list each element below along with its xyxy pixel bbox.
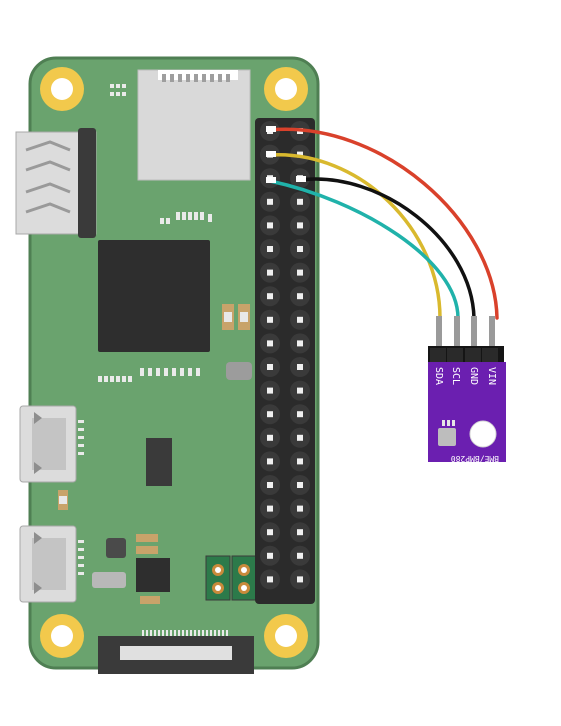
pin-label-vin: VIN xyxy=(486,367,497,385)
gpio-pin-contact xyxy=(297,316,303,323)
micro-usb-port xyxy=(19,405,84,483)
camera-pin xyxy=(202,630,204,636)
capacitor xyxy=(140,596,160,604)
camera-pin xyxy=(158,630,160,636)
gpio-pin-contact xyxy=(297,364,303,370)
gpio-pin-contact xyxy=(267,246,273,252)
gpio-pin-contact xyxy=(267,222,273,229)
gpio-pin-contact xyxy=(297,198,303,205)
gpio-pin-contact xyxy=(267,576,273,583)
gpio-pin-contact xyxy=(297,246,303,252)
gpio-pin-contact xyxy=(297,576,303,583)
gpio-pin-contact xyxy=(297,505,303,512)
camera-pin xyxy=(182,630,184,636)
camera-pin xyxy=(226,630,228,636)
test-pads xyxy=(205,555,257,601)
wire-sda xyxy=(268,179,460,320)
gpio-pin-contact xyxy=(297,387,303,394)
camera-pin xyxy=(194,630,196,636)
resistor xyxy=(92,572,126,588)
camera-pin xyxy=(222,630,224,636)
bme280-sensor-module: SDA SCL GND VIN BME/BMP280 xyxy=(428,316,506,463)
gpio-pin-contact xyxy=(297,552,303,559)
gpio-pin-contact xyxy=(267,316,273,323)
sensor-model-label: BME/BMP280 xyxy=(451,454,499,463)
soc-chip xyxy=(98,240,210,352)
gpio-pin-contact xyxy=(267,529,273,536)
smd-pads xyxy=(442,420,455,426)
regulator-chip xyxy=(146,438,172,486)
wires xyxy=(266,126,499,320)
gpio-pin-contact xyxy=(297,529,303,536)
gpio-pin-contact xyxy=(267,434,273,441)
gpio-pin-contact xyxy=(297,340,303,347)
mount-hole-icon xyxy=(469,420,497,448)
wire-scl xyxy=(268,153,442,320)
inductor xyxy=(226,362,252,380)
gpio-pin-contact xyxy=(267,269,273,276)
capacitor xyxy=(238,304,250,330)
capacitor xyxy=(136,534,158,554)
raspberry-pi-board xyxy=(15,56,320,674)
wire-gnd xyxy=(298,177,476,320)
gpio-pin-contact xyxy=(267,364,273,370)
crystal xyxy=(106,538,126,558)
gpio-pin-contact xyxy=(297,482,303,488)
camera-pin xyxy=(166,630,168,636)
camera-pin xyxy=(198,630,200,636)
camera-pin xyxy=(146,630,148,636)
led-indicator xyxy=(110,84,126,96)
pin-label-sda: SDA xyxy=(433,367,444,385)
gpio-pin-contact xyxy=(267,340,273,347)
camera-pin xyxy=(142,630,144,636)
smd-pads xyxy=(160,212,212,224)
camera-pin xyxy=(162,630,164,636)
gpio-pin-contact xyxy=(297,269,303,276)
gpio-pin-contact xyxy=(297,293,303,300)
smd-pads xyxy=(98,368,200,382)
gpio-pin-contact xyxy=(297,434,303,441)
mount-hole-icon xyxy=(264,614,308,658)
camera-pin xyxy=(218,630,220,636)
camera-pin xyxy=(190,630,192,636)
gpio-pin-contact xyxy=(267,198,273,205)
gpio-pin-contact xyxy=(267,482,273,488)
mini-hdmi-port xyxy=(15,128,97,238)
camera-connector xyxy=(98,630,254,674)
pin-label-scl: SCL xyxy=(450,367,461,385)
gpio-pin-contact xyxy=(267,387,273,394)
camera-pin xyxy=(150,630,152,636)
gpio-pin-contact xyxy=(297,458,303,465)
usb-hub-chip xyxy=(136,558,170,592)
gpio-pin-contact xyxy=(267,293,273,300)
capacitor xyxy=(222,304,234,330)
sd-card-slot xyxy=(137,69,251,181)
pin-label-gnd: GND xyxy=(468,367,479,385)
wire-vin xyxy=(268,127,499,320)
camera-pin xyxy=(174,630,176,636)
gpio-header xyxy=(255,118,315,604)
gpio-pin-contact xyxy=(267,505,273,512)
camera-pin xyxy=(210,630,212,636)
camera-pin xyxy=(206,630,208,636)
camera-pin xyxy=(178,630,180,636)
gpio-pin-contact xyxy=(267,552,273,559)
camera-pin xyxy=(214,630,216,636)
gpio-pin-contact xyxy=(267,411,273,418)
sensor-header-pins xyxy=(428,316,504,364)
mount-hole-icon xyxy=(40,67,84,111)
sensor-chip xyxy=(438,428,456,446)
gpio-pin-contact xyxy=(267,458,273,465)
gpio-pin-contact xyxy=(297,411,303,418)
camera-pin xyxy=(154,630,156,636)
capacitor xyxy=(58,490,68,510)
gpio-pin-contact xyxy=(297,151,303,158)
micro-usb-port xyxy=(19,525,84,603)
mount-hole-icon xyxy=(40,614,84,658)
mount-hole-icon xyxy=(264,67,308,111)
gpio-pin-contact xyxy=(297,222,303,229)
camera-pin xyxy=(170,630,172,636)
camera-pin xyxy=(186,630,188,636)
